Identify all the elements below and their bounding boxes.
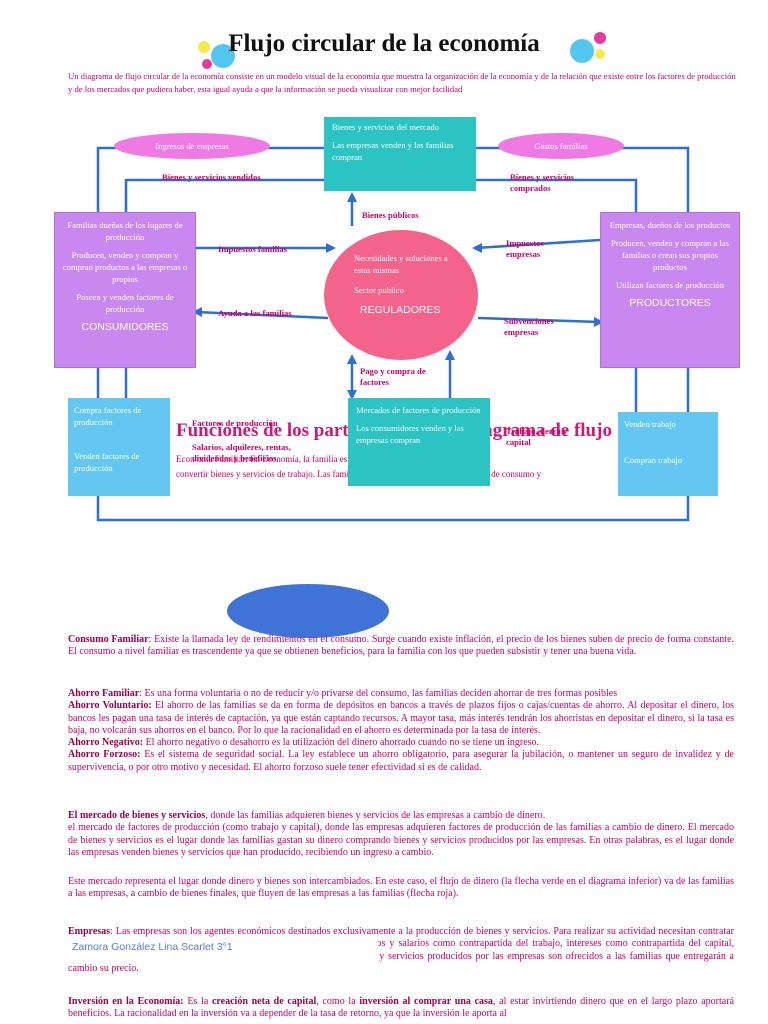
flow-line bbox=[477, 316, 601, 324]
decor-dot bbox=[570, 39, 594, 63]
goods-market-title: Bienes y servicios del mercado bbox=[332, 122, 439, 132]
sell-factors-text: Venden factores de producción bbox=[74, 451, 140, 473]
decor-dot bbox=[594, 32, 606, 44]
regulators-text: Necesidades y soluciones a estas mismas bbox=[354, 253, 448, 275]
household-spending-ellipse: Gastos familias bbox=[498, 133, 624, 159]
term: Empresas bbox=[68, 926, 111, 937]
definition: Es el sistema de seguridad social. La le… bbox=[68, 749, 734, 773]
decor-dot bbox=[595, 49, 605, 59]
flow-label-public-goods: Bienes públicos bbox=[362, 210, 419, 220]
buy-factors-text: Compra factores de producción bbox=[74, 405, 142, 427]
term: Consumo Familiar bbox=[68, 634, 149, 645]
section-text: Economía Familiar: En Economía, la famil… bbox=[176, 454, 483, 464]
producers-text: Producen, venden y compran a las familia… bbox=[611, 238, 729, 272]
arrow-head bbox=[326, 243, 336, 253]
flow-line bbox=[124, 178, 324, 212]
flow-label-wages: Salarios, alquileres, rentas, dividendos… bbox=[192, 442, 291, 463]
flow-label-labor-capital: Trabajo, tierra y capital bbox=[506, 426, 568, 447]
term: inversión al comprar una casa bbox=[359, 996, 493, 1007]
producers-box: Empresas, dueños de los productos Produc… bbox=[600, 212, 740, 368]
factor-market-box: Mercados de factores de producción Los c… bbox=[348, 398, 490, 486]
author-name-box: Zamora González Lina Scarlet 3°1 bbox=[68, 938, 378, 962]
term: Inversión en la Economía: bbox=[68, 996, 184, 1007]
flow-label-factors: Factores de producción bbox=[192, 418, 278, 428]
article-intercambio: Este mercado representa el lugar donde d… bbox=[68, 876, 734, 900]
producers-text: Utilizan factores de producción bbox=[615, 280, 725, 290]
goods-market-box: Bienes y servicios del mercado Las empre… bbox=[324, 117, 476, 191]
regulators-label: REGULADORES bbox=[360, 304, 441, 316]
term: El mercado de bienes y servicios bbox=[68, 810, 206, 821]
producers-text: Empresas, dueños de los productos bbox=[609, 220, 731, 230]
decor-dot bbox=[198, 41, 210, 53]
arrow-head bbox=[347, 354, 357, 364]
consumers-text: Poseen y venden factores de producción bbox=[76, 292, 174, 314]
arrow-heads bbox=[192, 192, 604, 400]
arrow-head bbox=[347, 390, 357, 400]
flow-label-business-taxes: Impuestos empresas bbox=[506, 238, 544, 259]
buy-factors-box: Compra factores de producción Venden fac… bbox=[68, 398, 170, 496]
consumers-text: Producen, venden y compran y compran pro… bbox=[62, 250, 188, 284]
term: creación neta de capital bbox=[211, 996, 317, 1007]
article-ahorro: Ahorro Familiar: Es una forma voluntaria… bbox=[68, 688, 734, 774]
producers-label: PRODUCTORES bbox=[629, 297, 711, 309]
term: Ahorro Forzoso: bbox=[68, 749, 141, 761]
consumers-text: Familias dueñas de los lugares de produc… bbox=[67, 220, 183, 242]
business-income-ellipse: Ingresos de empresas bbox=[114, 133, 270, 159]
definition: : Es una forma voluntaria o no de reduci… bbox=[139, 688, 618, 699]
intro-paragraph: Un diagrama de flujo circular de la econ… bbox=[68, 71, 736, 94]
flow-line bbox=[476, 178, 638, 212]
regulators-circle: Necesidades y soluciones a estas mismas … bbox=[324, 230, 478, 360]
term: Ahorro Voluntario: bbox=[68, 700, 152, 712]
flow-label-goods-bought: Bienes y servicios comprados bbox=[510, 172, 574, 193]
definition: El ahorro de las familias se da en forma… bbox=[68, 700, 734, 736]
definition: , al estar invirtiendo dinero que en el … bbox=[68, 996, 734, 1020]
decor-dot bbox=[211, 44, 235, 68]
definition: : Las empresas son los agentes económico… bbox=[68, 926, 734, 974]
decor-dot bbox=[202, 59, 212, 69]
arrow-head bbox=[347, 192, 357, 202]
definition: , donde las familias adquieren bienes y … bbox=[205, 810, 546, 821]
arrow-head bbox=[594, 317, 604, 327]
definition: , como la bbox=[316, 996, 360, 1007]
article-inversion: Inversión en la Economía: Es la creación… bbox=[68, 996, 734, 1021]
sell-labor-text: Venden trabajo bbox=[624, 419, 676, 429]
factor-market-title: Mercados de factores de producción bbox=[356, 405, 481, 415]
article-mercados: El mercado de bienes y servicios, donde … bbox=[68, 810, 734, 859]
page-title: Flujo circular de la economía bbox=[228, 30, 540, 57]
consumers-box: Familias dueñas de los lugares de produc… bbox=[54, 212, 196, 368]
buy-labor-text: Compran trabajo bbox=[624, 455, 682, 465]
flow-line bbox=[475, 238, 601, 250]
consumers-label: CONSUMIDORES bbox=[81, 321, 169, 333]
arrow-head bbox=[472, 243, 482, 253]
flow-label-household-aid: Ayuda a las familias bbox=[218, 308, 292, 318]
regulators-text: Sector publico bbox=[354, 285, 404, 295]
goods-market-body: Las empresas venden y las familias compr… bbox=[332, 140, 454, 162]
article-consumo: Consumo Familiar: Existe la llamada ley … bbox=[68, 634, 734, 659]
factor-market-body: Los consumidores venden y las empresas c… bbox=[356, 423, 464, 445]
arrow-head bbox=[445, 350, 455, 360]
term: Ahorro Familiar bbox=[68, 688, 140, 699]
flow-label-factor-payment: Pago y compra de factores bbox=[360, 366, 426, 387]
labor-box: Venden trabajo Compran trabajo bbox=[618, 412, 718, 496]
term: Ahorro Negativo: bbox=[68, 737, 144, 749]
definition: Es la bbox=[183, 996, 212, 1007]
blue-shape bbox=[227, 584, 389, 638]
definition: : Existe la llamada ley de rendimientos … bbox=[68, 634, 735, 658]
definition: El ahorro negativo o desahorro es la uti… bbox=[143, 737, 540, 749]
flow-line bbox=[195, 310, 329, 320]
flow-label-business-subsidies: Subvenciones empresas bbox=[504, 316, 554, 337]
article-empresas: Empresas: Las empresas son los agentes e… bbox=[68, 926, 734, 975]
flow-label-goods-sold: Bienes y servicios vendidos bbox=[162, 172, 261, 182]
paragraph: el mercado de factores de producción (co… bbox=[68, 822, 734, 858]
flow-label-household-taxes: Impuestos familias bbox=[218, 244, 287, 254]
arrow-head bbox=[192, 307, 202, 317]
